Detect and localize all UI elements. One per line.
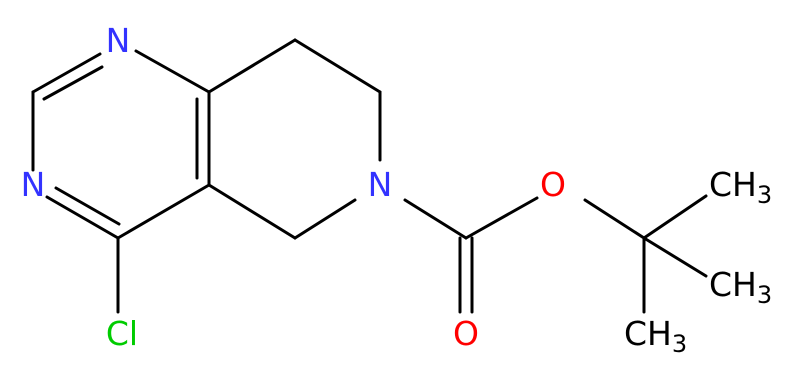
bond-c8-c7 bbox=[293, 38, 382, 94]
bond-n1-c2-double-inner bbox=[42, 65, 104, 101]
bond-n3-c4-outer bbox=[45, 195, 120, 240]
methyl-group-1: CH3 bbox=[709, 165, 772, 209]
methyl-3-ch: CH bbox=[624, 314, 672, 353]
bond-n-carbonyl-c bbox=[403, 198, 468, 240]
piperidine-ring-bonds bbox=[207, 38, 382, 240]
pyrimidine-ring-bonds bbox=[31, 49, 211, 240]
methyl-2-ch: CH bbox=[709, 265, 757, 304]
bond-c4-c4a bbox=[116, 183, 211, 240]
bond-n3-c4-inner bbox=[54, 186, 121, 226]
bond-n-c5 bbox=[293, 198, 357, 240]
bond-quaternary-c-methyl-1 bbox=[642, 194, 708, 240]
atom-label-n-left: N bbox=[21, 165, 46, 204]
bond-n1-c2-double-outer bbox=[31, 52, 102, 94]
atom-label-n-ring: N bbox=[368, 165, 393, 204]
methyl-1-ch: CH bbox=[709, 165, 757, 204]
atom-label-o-carbonyl: O bbox=[453, 314, 479, 353]
methyl-2-subscript: 3 bbox=[757, 281, 772, 309]
methyl-3-subscript: 3 bbox=[672, 330, 687, 358]
bond-quaternary-c-methyl-2 bbox=[642, 236, 708, 278]
bond-c8a-n1 bbox=[134, 49, 211, 94]
methyl-group-2: CH3 bbox=[709, 265, 772, 309]
methyl-1-subscript: 3 bbox=[757, 181, 772, 209]
atom-labels: N N N O O Cl CH3 CH3 CH3 bbox=[21, 21, 772, 358]
bond-carbonyl-o-ether bbox=[464, 196, 539, 240]
bond-c5-c4a bbox=[207, 183, 297, 240]
bond-c8a-c8 bbox=[207, 38, 297, 94]
atom-label-o-ether: O bbox=[540, 165, 566, 204]
atom-label-n-top: N bbox=[106, 21, 131, 60]
methyl-group-3: CH3 bbox=[624, 314, 687, 358]
boc-group-bonds bbox=[403, 194, 708, 314]
bond-o-quaternary-c bbox=[583, 198, 646, 240]
atom-label-cl: Cl bbox=[106, 314, 138, 353]
